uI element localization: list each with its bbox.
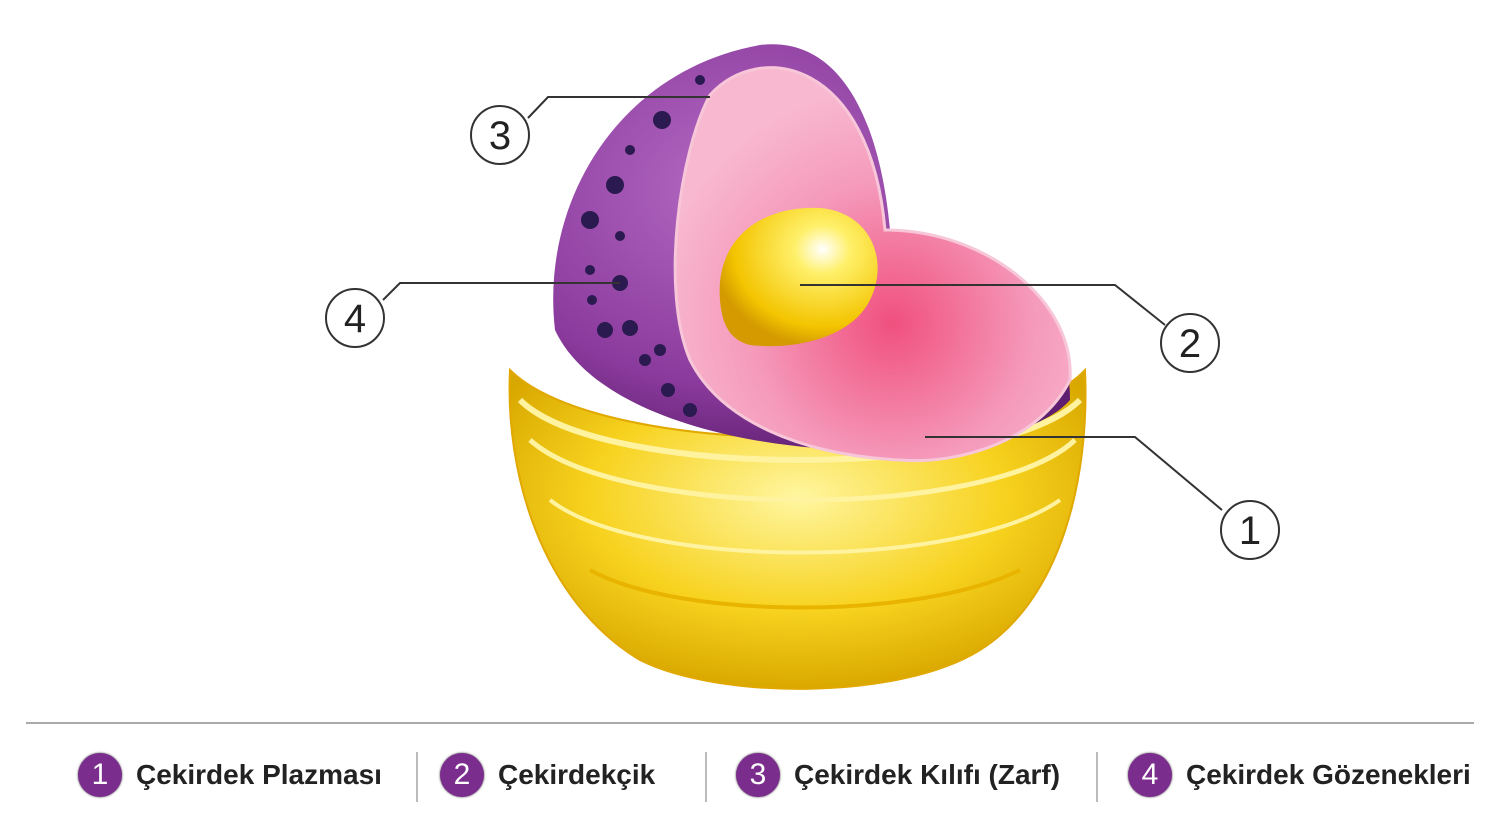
divider	[26, 722, 1474, 724]
legend-separator	[705, 752, 707, 802]
svg-text:2: 2	[1179, 322, 1201, 366]
legend-badge: 1	[78, 753, 122, 797]
svg-text:3: 3	[489, 114, 511, 158]
legend-label: Çekirdek Plazması	[136, 759, 382, 790]
legend-separator	[416, 752, 418, 802]
svg-text:4: 4	[344, 297, 366, 341]
callout-2: 2	[1160, 313, 1220, 373]
callout-lines	[382, 96, 1223, 511]
cell-nucleus-illustration: 3 4 2 1	[325, 44, 1280, 690]
legend: 1 Çekirdek Plazması 2 Çekirdekçik 3 Çekirde…	[0, 748, 1500, 808]
legend-item-nucleolus: 2 Çekirdekçik	[440, 748, 655, 802]
legend-label: Çekirdek Gözenekleri	[1186, 759, 1471, 790]
legend-badge: 4	[1128, 753, 1172, 797]
legend-label: Çekirdek Kılıfı (Zarf)	[794, 759, 1061, 790]
legend-item-nucleoplasm: 1 Çekirdek Plazması	[78, 748, 382, 802]
callout-3: 3	[470, 105, 530, 165]
callout-4: 4	[325, 288, 385, 348]
legend-item-envelope: 3 Çekirdek Kılıfı (Zarf)	[736, 748, 1060, 802]
legend-badge: 3	[736, 753, 780, 797]
legend-item-pores: 4 Çekirdek Gözenekleri	[1128, 748, 1471, 802]
svg-text:1: 1	[1239, 509, 1261, 553]
legend-label: Çekirdekçik	[498, 759, 656, 790]
nucleolus	[719, 207, 878, 347]
nuclear-pores	[581, 75, 705, 417]
legend-separator	[1096, 752, 1098, 802]
callout-1: 1	[1220, 500, 1280, 560]
legend-badge: 2	[440, 753, 484, 797]
